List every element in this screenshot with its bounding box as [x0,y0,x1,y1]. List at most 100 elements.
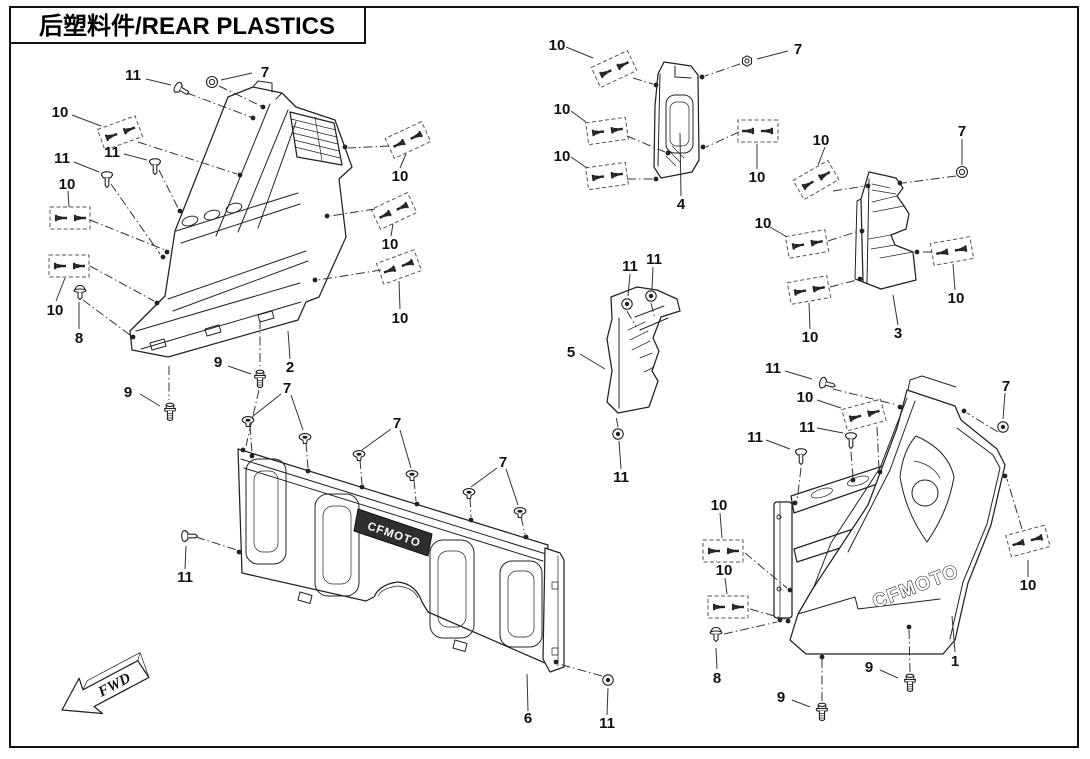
callout-9: 9 [124,384,132,401]
callout-8: 8 [75,330,83,347]
grommet-icon [602,674,614,686]
part-6-tailgate: CFMOTO [237,448,565,673]
rivet-kit-box [376,250,421,284]
bolt-icon [253,369,267,389]
page-border [9,6,1079,748]
callout-10: 10 [59,176,76,193]
callout-10: 10 [554,101,571,118]
callout-9: 9 [777,689,785,706]
callout-11: 11 [622,258,638,275]
callout-11: 11 [54,150,70,167]
push-pin-icon [298,433,312,445]
page-title: 后塑料件/REAR PLASTICS [39,13,335,40]
callout-10: 10 [52,104,69,121]
rivet-kit-box [49,255,89,277]
callout-8: 8 [713,670,721,687]
callout-9: 9 [214,354,222,371]
callout-4: 4 [677,196,686,213]
callout-10: 10 [47,302,64,319]
callout-10: 10 [382,236,399,253]
grommet-icon [645,290,657,302]
rivet-kit-box [591,51,637,88]
grommet-icon [621,298,633,310]
callout-10: 10 [948,290,965,307]
callout-10: 10 [711,497,728,514]
callout-11: 11 [125,67,141,84]
screw-icon [181,529,199,543]
callouts: 11 7 10 11 11 10 10 8 9 9 2 10 10 10 10 … [47,37,1037,732]
rivet-kit-box [842,399,886,431]
bolt-icon [163,402,177,422]
callout-11: 11 [646,251,662,268]
callout-10: 10 [802,329,819,346]
callout-7: 7 [261,64,269,81]
callout-10: 10 [797,389,814,406]
rivet-kit-box [371,193,417,230]
push-pin-icon [352,450,366,462]
callout-10: 10 [549,37,566,54]
part-2-panel [129,80,353,358]
rivet-kit-box [586,117,629,144]
bolt-icon [903,673,917,693]
rivet-kit-box [703,540,743,562]
part-5-bracket [606,286,681,414]
callout-11: 11 [599,715,615,732]
washer-icon [205,75,219,89]
callout-10: 10 [755,215,772,232]
callout-10: 10 [554,148,571,165]
callout-1: 1 [951,653,959,670]
rivet-kit-box [708,596,748,618]
callout-3: 3 [894,325,902,342]
callout-7: 7 [283,380,291,397]
title-box [9,6,366,44]
callout-10: 10 [749,169,766,186]
callout-11: 11 [104,144,120,161]
leader-target-dots [130,74,1008,665]
rivet-kit-box [793,160,839,199]
part-1-panel: CFMOTO [773,375,1006,655]
washer-icon [955,165,969,179]
leader-lines [55,46,1029,716]
rivet-kit-box [385,122,431,159]
bolt-icon [815,702,829,722]
rivet-kit-box [50,207,90,229]
screw-icon [171,80,193,100]
callout-10: 10 [813,132,830,149]
callout-11: 11 [799,419,815,436]
screw-icon [709,626,723,643]
screw-icon [100,171,114,189]
callout-11: 11 [613,469,629,486]
rivet-kit-box [785,230,828,259]
part6-logo-plate [353,508,433,557]
callout-6: 6 [524,710,532,727]
assembly-leader-lines [82,63,1023,701]
rivet-kit-box [930,237,973,266]
callout-2: 2 [286,359,294,376]
callout-7: 7 [1002,378,1010,395]
callout-11: 11 [765,360,781,377]
callout-9: 9 [865,659,873,676]
callout-5: 5 [567,344,575,361]
rivet-kit-box [738,120,778,142]
callout-11: 11 [747,429,763,446]
callout-10: 10 [1020,577,1037,594]
nut-icon [741,55,753,67]
fwd-arrow: FWD [61,652,150,715]
callout-7: 7 [393,415,401,432]
grommet-icon [612,428,624,440]
push-button-icon [997,421,1009,433]
rivet-kit-box [1006,525,1050,557]
push-pin-icon [513,507,527,519]
callout-7: 7 [958,123,966,140]
title-block: 后塑料件/REAR PLASTICS [9,6,366,44]
push-pin-icon [405,470,419,482]
callout-10: 10 [392,168,409,185]
callout-11: 11 [177,569,193,586]
screw-icon [794,448,808,466]
callout-10: 10 [392,310,409,327]
screw-icon [73,284,87,301]
callout-7: 7 [499,454,507,471]
push-pin-icon [462,488,476,500]
